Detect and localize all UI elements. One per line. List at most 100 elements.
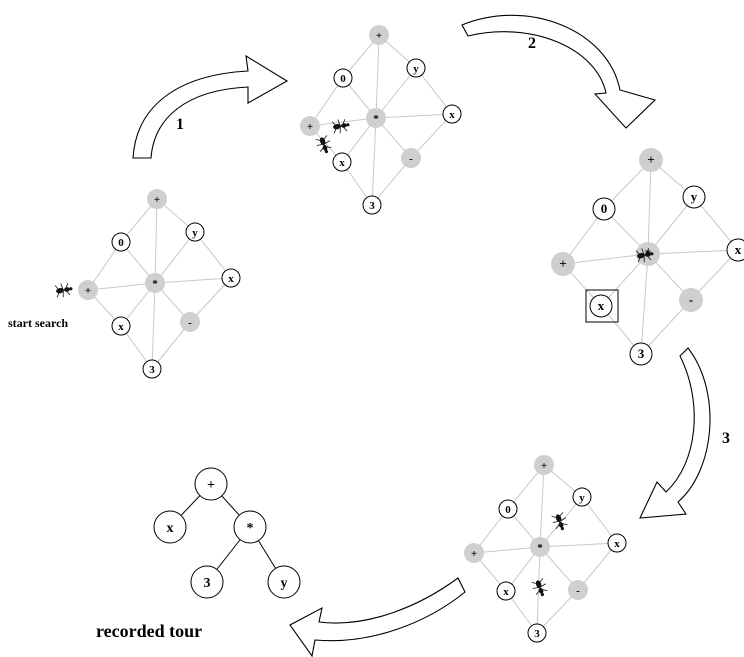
graph-step-1: +0y+*xx-3 <box>300 25 462 215</box>
graph-node-zero: 0 <box>111 232 131 252</box>
graph-node-center: * <box>530 537 550 557</box>
svg-text:x: x <box>449 109 455 121</box>
svg-text:y: y <box>579 492 585 504</box>
svg-text:x: x <box>598 298 605 313</box>
graph-node-three: 3 <box>629 342 653 366</box>
graph-node-left: + <box>464 543 484 563</box>
svg-text:-: - <box>188 317 192 329</box>
tree-node-root: + <box>194 467 228 501</box>
graph-edge <box>154 231 196 284</box>
graph-node-y: y <box>185 222 205 242</box>
svg-text:x: x <box>118 321 124 333</box>
svg-text:+: + <box>647 152 654 167</box>
graph-node-three: 3 <box>362 195 382 215</box>
start-search-label: start search <box>8 316 68 330</box>
graph-edge <box>189 277 232 323</box>
graph-node-zero: 0 <box>592 197 616 221</box>
svg-text:*: * <box>537 542 543 554</box>
graph-edge <box>154 277 232 284</box>
graph-node-y: y <box>406 58 426 78</box>
graph-node-y: y <box>682 185 706 209</box>
ant-icon <box>531 578 548 597</box>
graph-edge <box>577 542 618 591</box>
svg-text:+: + <box>471 548 477 560</box>
svg-text:+: + <box>307 121 313 133</box>
step-3-arrow <box>639 347 711 519</box>
step-1-label: 1 <box>176 116 184 133</box>
tree-node-leaf-left: 3 <box>190 565 224 599</box>
svg-text:0: 0 <box>601 201 608 216</box>
graph-node-three: 3 <box>142 359 162 379</box>
graph-edge <box>375 67 417 119</box>
svg-text:x: x <box>735 242 742 257</box>
graph-node-x-low: x <box>589 294 613 318</box>
graph-edge <box>151 282 156 370</box>
svg-text:+: + <box>207 478 215 493</box>
graph-edge <box>562 253 649 265</box>
graph-start: +0y+*xx-3 <box>54 189 241 379</box>
svg-text:x: x <box>614 538 620 550</box>
svg-text:x: x <box>503 586 509 598</box>
svg-text:*: * <box>373 113 379 125</box>
graph-edge <box>647 159 652 255</box>
graph-edge <box>375 34 380 119</box>
svg-text:-: - <box>689 292 693 307</box>
svg-text:x: x <box>167 521 174 536</box>
step-2-arrow <box>461 14 657 129</box>
graph-node-center: * <box>366 108 386 128</box>
graph-edge <box>410 113 453 159</box>
step-1-arrow <box>132 54 289 159</box>
svg-text:0: 0 <box>118 237 124 249</box>
svg-text:0: 0 <box>340 73 346 85</box>
graph-edge <box>539 542 618 548</box>
graph-node-left: + <box>78 280 98 300</box>
graph-node-x-low: x <box>111 316 131 336</box>
graph-edge <box>87 282 156 291</box>
graph-node-top: + <box>147 189 167 209</box>
graph-node-x-right: x <box>726 238 744 262</box>
graph-node-minus: - <box>401 148 421 168</box>
svg-text:0: 0 <box>505 504 511 516</box>
ant-icon <box>315 135 332 154</box>
graph-edge <box>473 546 541 554</box>
graph-node-zero: 0 <box>333 68 353 88</box>
graph-node-left: + <box>551 252 575 276</box>
svg-text:3: 3 <box>369 200 375 212</box>
svg-text:y: y <box>192 227 198 239</box>
graph-node-zero: 0 <box>498 499 518 519</box>
graph-edge <box>371 157 412 206</box>
svg-text:+: + <box>541 460 547 472</box>
svg-text:x: x <box>228 273 234 285</box>
graph-edge <box>151 321 191 370</box>
graph-node-x-right: x <box>607 533 627 553</box>
graph-node-y: y <box>572 487 592 507</box>
ant-icon <box>635 248 654 263</box>
svg-text:y: y <box>281 576 288 591</box>
graph-edge <box>375 113 453 119</box>
svg-text:y: y <box>691 189 698 204</box>
svg-text:+: + <box>154 194 160 206</box>
graph-node-minus: - <box>180 312 200 332</box>
graph-edge <box>371 117 377 206</box>
graph-node-x-low: x <box>496 581 516 601</box>
tree-node-leaf-right: y <box>267 565 301 599</box>
graph-edge <box>640 299 692 355</box>
svg-text:x: x <box>339 157 345 169</box>
ant-icon <box>551 512 568 531</box>
graph-edge <box>536 546 541 634</box>
graph-node-x-right: x <box>442 104 462 124</box>
svg-text:+: + <box>85 285 91 297</box>
svg-text:-: - <box>409 153 413 165</box>
graph-edge <box>415 67 453 115</box>
svg-text:3: 3 <box>149 364 155 376</box>
graph-edge <box>640 253 649 355</box>
graph-node-x-low: x <box>332 152 352 172</box>
graph-node-minus: - <box>568 580 588 600</box>
svg-text:3: 3 <box>534 628 540 640</box>
graph-node-minus: - <box>679 288 703 312</box>
svg-text:+: + <box>559 256 566 271</box>
graph-node-x-right: x <box>221 268 241 288</box>
tree-node-left: x <box>153 510 187 544</box>
graph-edge <box>647 249 739 255</box>
